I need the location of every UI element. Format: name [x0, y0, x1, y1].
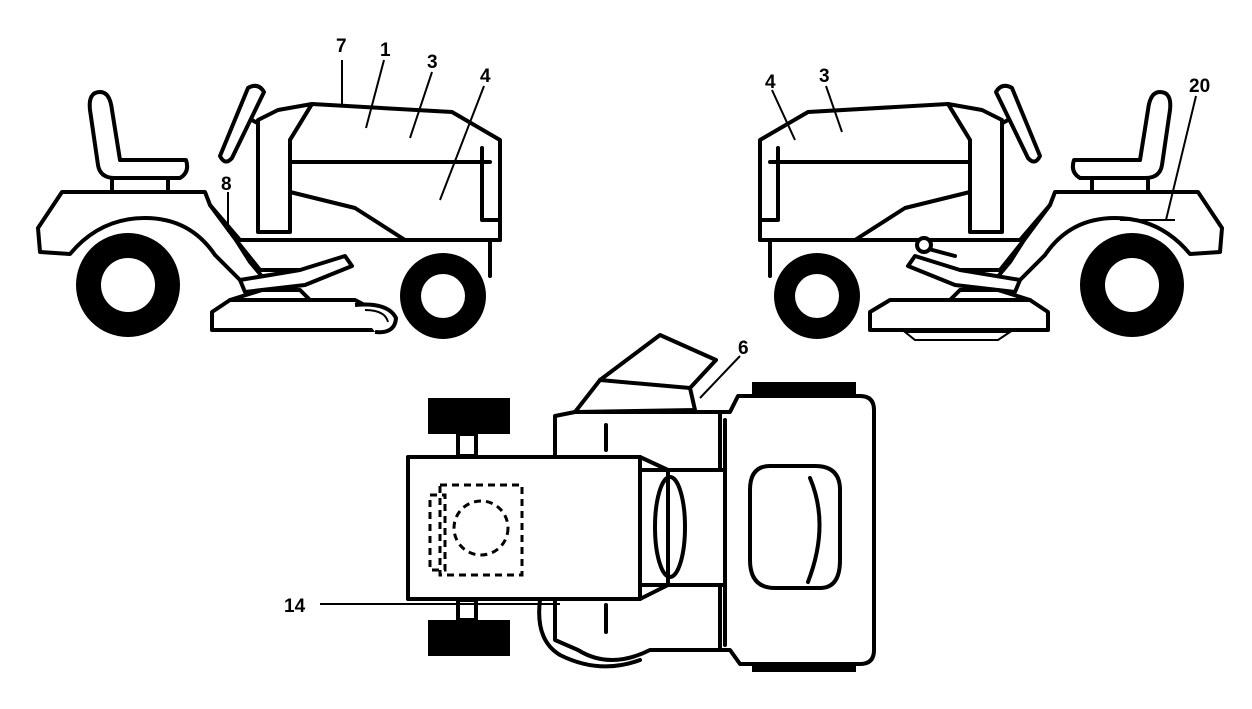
callout-right-3: 3	[819, 66, 830, 87]
leader-right-4	[771, 89, 796, 141]
tractor-top-view	[320, 333, 876, 672]
seat-left	[87, 90, 190, 194]
front-wheel-top-1	[752, 382, 856, 396]
callout-top-14: 14	[284, 596, 306, 617]
callout-right-4: 4	[765, 72, 776, 93]
rear-wheel-top-2	[428, 620, 510, 656]
callout-left-7: 7	[336, 36, 347, 57]
tractor-left-side-view	[36, 59, 502, 339]
leader-right-20	[1165, 95, 1197, 221]
front-wheel-left	[400, 253, 486, 339]
rear-wheel-left	[76, 233, 180, 337]
leader-right-3	[825, 85, 843, 133]
hood-left	[288, 102, 502, 242]
callout-right-20: 20	[1189, 76, 1210, 97]
rear-wheel-top-1	[428, 398, 510, 434]
callout-left-8: 8	[221, 174, 232, 195]
callout-left-3: 3	[427, 52, 438, 73]
discharge-chute	[573, 333, 718, 414]
mower-deck-left	[210, 288, 398, 335]
callout-top-6: 6	[738, 338, 749, 359]
callout-left-4: 4	[480, 66, 491, 87]
tractor-right-side-view	[758, 83, 1224, 341]
callout-left-1: 1	[380, 40, 391, 61]
rear-fender-top	[406, 455, 642, 601]
